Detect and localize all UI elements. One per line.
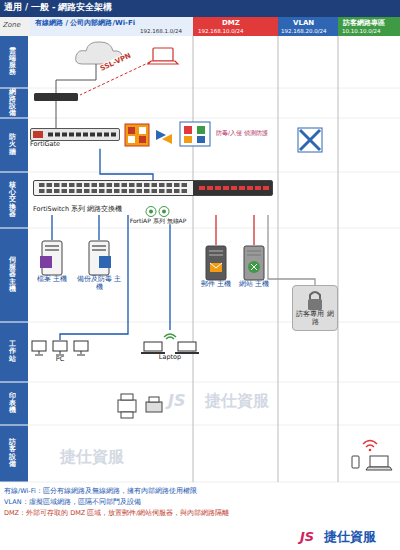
guest-network-box: 訪客專用 網路	[292, 285, 338, 331]
logo-text: 捷仕資服	[324, 530, 376, 545]
firewall-node: FortiGate	[30, 128, 120, 149]
network-link	[169, 224, 170, 330]
node-label: Laptop	[135, 354, 205, 362]
server-icon	[39, 240, 65, 276]
laptop-icons	[140, 330, 200, 354]
zone-row-label: 工作站	[9, 341, 16, 362]
note-text: VLAN：虛擬區域網路，區隔不同部門及設備	[4, 499, 141, 506]
security-service-icons	[125, 122, 210, 146]
vlan-isolation-icon	[298, 128, 322, 152]
logo-mark: JS	[300, 530, 314, 545]
server-node: 檔案 主機	[30, 240, 74, 284]
watermark: 捷仕資服	[205, 392, 269, 410]
node-label: 郵件 主機	[198, 281, 234, 289]
server-node: 備份及防毒 主機	[75, 240, 123, 292]
zone-header: Zone	[3, 21, 21, 29]
network-link	[268, 215, 315, 285]
header-cell	[30, 17, 193, 36]
workstation-node: PC	[30, 340, 90, 364]
security-note: 防毒/入侵 偵測防護	[216, 130, 274, 137]
column-header: DMZ	[222, 19, 240, 27]
note-text: 有線/Wi-Fi：區分有線網路及無線網路，擁有內部網路使用權限	[4, 488, 197, 495]
server-node: 網站 主機	[236, 245, 272, 289]
pc-icons	[30, 340, 90, 356]
row-separators	[0, 88, 28, 425]
title-bar	[0, 0, 400, 17]
zone-row-label: 印表機	[9, 393, 16, 414]
node-label: FortiAP 系列 無線AP	[125, 217, 191, 224]
router-wire	[56, 101, 57, 128]
firewall-icon	[30, 128, 120, 141]
network-link	[100, 149, 153, 180]
column-header: VLAN	[293, 19, 314, 27]
watermark: JS	[168, 392, 185, 410]
server-icon	[86, 240, 112, 276]
header-cell	[278, 17, 338, 36]
network-link	[51, 215, 52, 240]
switch-icon	[33, 180, 273, 196]
guest-device-icons	[352, 441, 392, 471]
subnet-label: 192.168.1.0/24	[140, 28, 182, 34]
subnet-label: 10.10.10.0/24	[342, 28, 381, 34]
watermark: 捷仕資服	[60, 448, 124, 466]
column-header: 訪客網路專區	[343, 19, 385, 27]
header-cell	[193, 17, 278, 36]
node-label: 檔案 主機	[30, 276, 74, 284]
subnet-label: 192.168.10.0/24	[198, 28, 244, 34]
column-header: 有線網路 / 公司內部網路/Wi-Fi	[35, 19, 135, 27]
server-node: 郵件 主機	[198, 245, 234, 289]
network-link	[60, 215, 128, 340]
zone-row-label: 網路設備	[9, 89, 16, 118]
node-label: FortiGate	[30, 141, 120, 149]
zone-row-label: 雲端服務	[9, 48, 16, 77]
network-link	[215, 215, 216, 245]
vpn-label: SSL-VPN	[98, 51, 133, 73]
node-label: 訪客專用 網路	[293, 311, 337, 327]
column-dividers	[193, 36, 338, 482]
node-label: 網站 主機	[236, 281, 272, 289]
printer-icons	[118, 394, 162, 418]
network-link	[98, 215, 99, 240]
lock-icon	[303, 289, 327, 311]
note-text: DMZ：外部可存取的 DMZ 區域，放置郵件/網站伺服器，與內部網路隔離	[4, 510, 229, 517]
zone-row-label: 訪客設備	[9, 439, 16, 468]
access-point-node: FortiAP 系列 無線AP	[125, 206, 191, 224]
server-icon	[203, 245, 229, 281]
header-cell	[338, 17, 400, 36]
zone-row-label: 防火牆	[9, 134, 16, 155]
uplink-wire	[56, 64, 96, 93]
row-guides	[0, 88, 400, 482]
node-label: PC	[30, 356, 90, 364]
node-label: 備份及防毒 主機	[75, 276, 123, 292]
subnet-label: 192.168.20.0/24	[281, 28, 327, 34]
zone-column	[0, 36, 28, 482]
header-row	[0, 17, 400, 36]
laptop-node: Laptop	[135, 330, 205, 362]
server-icon	[241, 245, 267, 281]
router-icon	[34, 93, 78, 101]
diagram-title: 通用 / 一般 - 網路安全架構	[4, 3, 112, 13]
zone-row-label: 核心交換器	[9, 182, 16, 218]
zone-row-label: 伺服器主機	[9, 257, 16, 293]
remote-laptop-icon	[148, 48, 178, 64]
access-point-icon	[145, 206, 171, 217]
network-link	[253, 215, 254, 245]
node-label: FortiSwitch 系列 網路交換機	[33, 206, 122, 214]
